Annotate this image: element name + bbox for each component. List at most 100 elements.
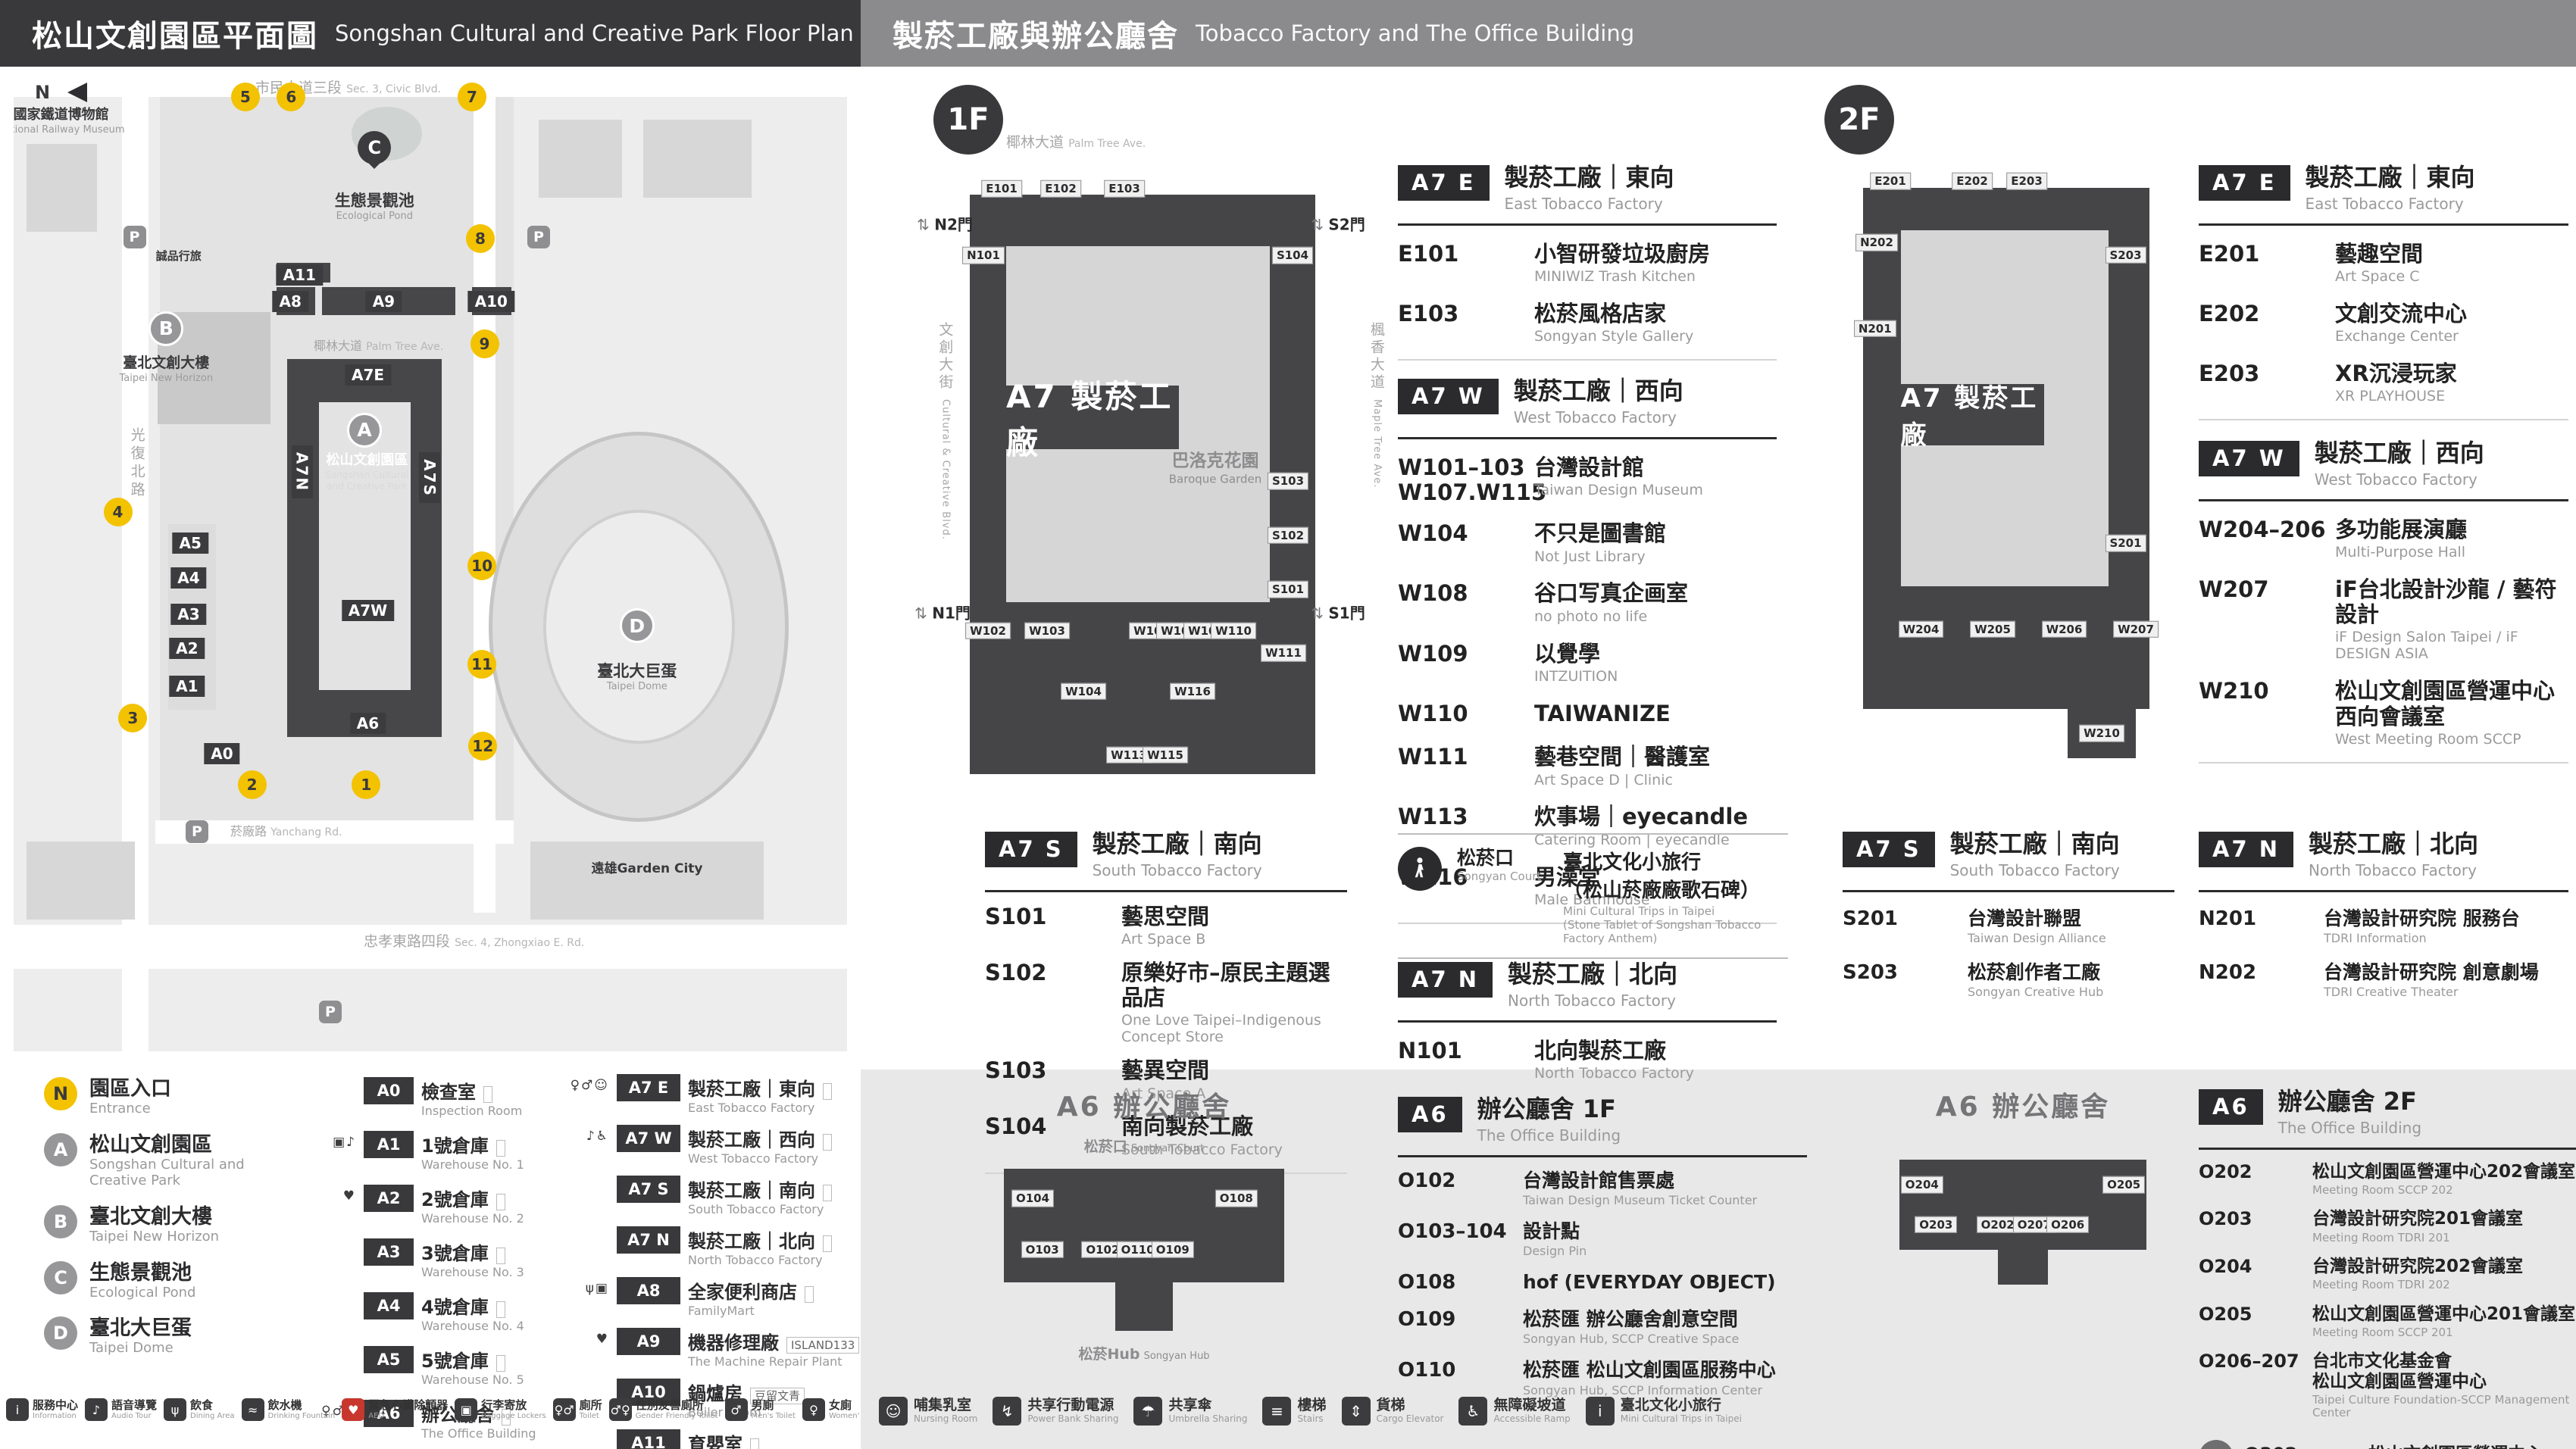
entrance-marker: 8 xyxy=(466,224,495,254)
building-code-chip: A4 xyxy=(364,1292,414,1319)
factory-east-wing xyxy=(1270,195,1315,641)
womens-toilet-icon: ♀ xyxy=(802,1398,825,1421)
factory-south-wing xyxy=(1863,586,2149,709)
songyan-court-note: 松菸口 Songyan Court 臺北文化小旅行 （松山菸廠廠歌石碑） Min… xyxy=(1398,833,1788,959)
gate-label: S2門 xyxy=(1311,213,1365,235)
facility-icons: ▣♪ xyxy=(333,1135,356,1150)
songyan-hub-label: 松菸Hub Songyan Hub xyxy=(1078,1345,1210,1363)
office-hub-block xyxy=(1115,1282,1173,1331)
facility-icons: ♥ xyxy=(342,1188,356,1204)
room-label: N201 xyxy=(1853,320,1896,338)
baroque-garden-label: 巴洛克花園 Baroque Garden xyxy=(1168,450,1262,486)
section-chip: A7 E xyxy=(2199,165,2290,201)
room-label: W210 xyxy=(2079,725,2124,742)
map-block xyxy=(155,820,514,844)
songyan-court-label: 松菸口 Songyan Court xyxy=(1083,1138,1205,1156)
railway-museum-label: 國家鐵道博物館 National Railway Museum xyxy=(14,107,125,136)
facility-icons xyxy=(562,1429,609,1433)
legend-badge: A xyxy=(44,1132,77,1166)
sccp-park-label: 松山文創園區 Songshan Cultural and Creative Pa… xyxy=(325,452,409,492)
map-block xyxy=(26,144,97,233)
building-code-chip: A8 xyxy=(617,1277,680,1304)
legend-badge: B xyxy=(44,1204,77,1238)
ecological-pond-label: 生態景觀池 Ecological Pond xyxy=(334,191,414,223)
drinking-fountain-icon: ≈ xyxy=(241,1398,264,1421)
building-chip: A6 xyxy=(349,713,386,735)
room-label: E102 xyxy=(1040,180,1081,198)
power-bank-icon: ↯ xyxy=(993,1397,1022,1426)
entrance-marker: 4 xyxy=(103,497,133,526)
room-label: S102 xyxy=(1267,526,1309,545)
building-chip: A7N xyxy=(291,445,313,498)
map-block xyxy=(530,842,764,920)
cargo-elevator-icon: ⇕ xyxy=(1341,1397,1371,1426)
room-label: W110 xyxy=(1211,622,1256,640)
office-hub-block xyxy=(1997,1249,2049,1285)
pond-pin-marker: C xyxy=(358,131,392,165)
facility-icons: ♀♂☺ xyxy=(570,1078,609,1093)
legend-building-row: A11 育嬰室The Nursery Room xyxy=(562,1429,859,1449)
room-label: S101 xyxy=(1267,580,1309,598)
section-chip: A7 W xyxy=(2199,441,2299,476)
facility-icons xyxy=(309,1346,356,1350)
toilet-icon: ♀♂ xyxy=(552,1398,576,1421)
room-label: E203 xyxy=(2006,173,2047,190)
facility-icons xyxy=(562,1176,609,1179)
section-chip: A7 S xyxy=(1843,832,1935,867)
room-label: W111 xyxy=(1261,644,1306,662)
room-label: W104 xyxy=(1061,682,1106,700)
taipei-dome-label: 臺北大巨蛋 Taipei Dome xyxy=(597,661,677,693)
building-chip: A9 xyxy=(365,290,402,312)
taipei-new-horizon-label: 臺北文創大樓 Taipei New Horizon xyxy=(119,354,214,385)
building-chip: A7S xyxy=(418,451,440,504)
section-chip: A6 xyxy=(2199,1089,2263,1125)
building-chip: A4 xyxy=(170,567,207,589)
facility-icons xyxy=(562,1226,609,1230)
room-label: S201 xyxy=(2105,535,2146,552)
building-chip: A0 xyxy=(204,743,240,765)
room-label: W206 xyxy=(2041,620,2087,638)
gate-label: S1門 xyxy=(1311,601,1365,623)
section-chip: A7 S xyxy=(985,832,1077,867)
room-label: O108 xyxy=(1215,1190,1258,1207)
section-chip: A7 E xyxy=(1398,165,1490,201)
parking-icon: P xyxy=(123,225,146,248)
entrance-marker: 11 xyxy=(467,649,497,679)
room-label: W102 xyxy=(965,622,1011,640)
audio-tour-icon: ♪ xyxy=(85,1398,108,1421)
mini-trips-icon: i xyxy=(1585,1397,1615,1426)
facility-icons xyxy=(309,1238,356,1242)
